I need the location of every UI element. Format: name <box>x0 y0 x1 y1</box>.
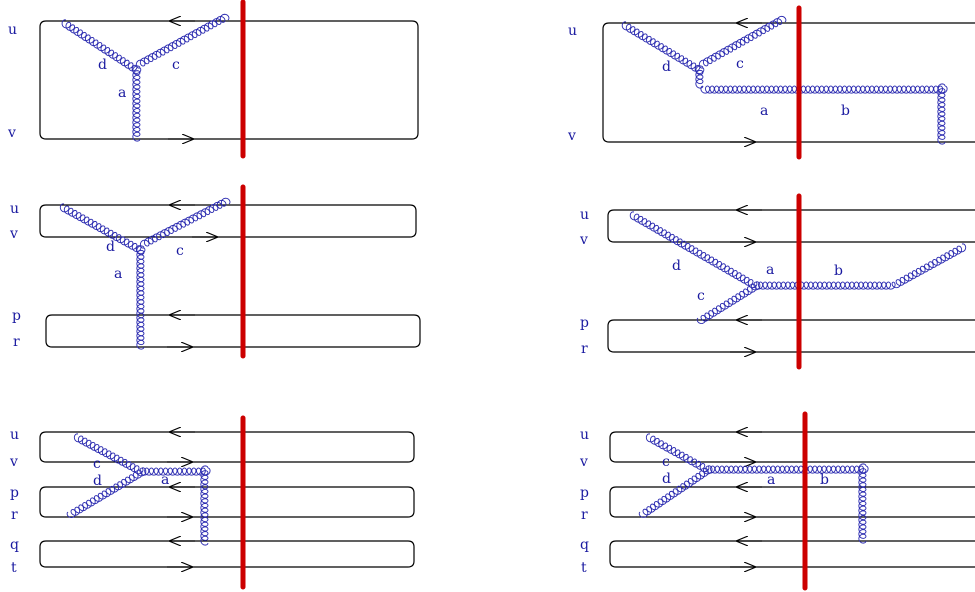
index-label-p: p <box>12 308 21 324</box>
gluon-label-c: c <box>176 243 184 259</box>
gluon-c <box>73 433 144 475</box>
gluon-lines <box>61 13 230 142</box>
color-loop-3-open <box>609 540 975 568</box>
gluon-lines <box>59 197 231 350</box>
gluon-label-a: a <box>766 262 774 278</box>
gluon-c <box>135 13 230 69</box>
index-label-r: r <box>581 341 588 357</box>
index-label-q: q <box>580 537 589 553</box>
index-label-v: v <box>9 226 18 242</box>
index-label-u: u <box>568 23 577 39</box>
index-label-r: r <box>13 334 20 350</box>
quark-lines <box>39 20 419 140</box>
gluon-lines <box>621 15 948 145</box>
gluon-d <box>629 211 758 289</box>
gluon-label-b: b <box>820 472 829 488</box>
gluon-b-vertical <box>858 463 867 544</box>
index-label-t: t <box>11 560 17 576</box>
index-label-v: v <box>7 125 16 141</box>
gluon-lines <box>66 433 211 546</box>
gluon-label-d: d <box>672 258 681 274</box>
index-label-v: v <box>567 128 576 144</box>
index-label-u: u <box>10 201 19 217</box>
gluon-label-c: c <box>662 454 670 470</box>
color-loop-lower-open <box>607 319 975 353</box>
diagram-top-right: u v d c a b <box>567 5 975 160</box>
gluon-ab <box>705 465 869 474</box>
index-label-q: q <box>10 537 19 553</box>
gluon-lines <box>638 433 869 544</box>
diagram-bottom-left: u v p r q t c d a <box>9 415 415 590</box>
gluon-label-d: d <box>106 239 115 255</box>
index-label-r: r <box>11 507 18 523</box>
gluon-d <box>638 465 713 518</box>
gluon-a-vertical <box>695 65 704 89</box>
gluon-lines <box>629 211 967 324</box>
gluon-label-c: c <box>93 456 101 472</box>
quark-lines <box>39 431 415 568</box>
diagram-middle-left: u v p r d c a <box>9 184 421 359</box>
gluon-d <box>61 19 142 74</box>
gluon-label-a: a <box>767 472 775 488</box>
index-label-v: v <box>579 232 588 248</box>
gluon-label-c: c <box>736 56 744 72</box>
index-label-r: r <box>581 507 588 523</box>
gluon-b <box>937 83 946 145</box>
index-label-v: v <box>579 454 588 470</box>
gluon-label-a: a <box>760 103 768 119</box>
gluon-label-a: a <box>114 266 122 282</box>
quark-lines <box>602 22 975 143</box>
gluon-label-a: a <box>161 472 169 488</box>
index-label-p: p <box>580 315 589 331</box>
gluon-outgoing <box>891 243 967 289</box>
gluon-label-d: d <box>662 59 671 75</box>
color-loop-open <box>602 22 975 143</box>
index-label-p: p <box>10 485 19 501</box>
gluon-c <box>645 433 710 473</box>
diagram-top-left: u v d c a <box>7 0 419 159</box>
gluon-a <box>700 85 948 94</box>
gluon-a <box>132 65 141 142</box>
gluon-label-c: c <box>697 288 705 304</box>
gluon-label-c: c <box>172 57 180 73</box>
quark-lines <box>607 209 975 353</box>
gluon-a <box>139 467 211 476</box>
diagram-middle-right: u v p r d a b c <box>579 193 975 370</box>
gluon-a-vertical <box>200 465 209 546</box>
gluon-c <box>139 197 231 249</box>
color-loop-1-open <box>609 431 975 463</box>
diagram-bottom-right: u v p r q t c d a b <box>579 411 975 591</box>
gluon-a <box>136 245 145 350</box>
quark-lines <box>39 204 421 348</box>
color-loop-lower <box>45 314 421 348</box>
gluon-d <box>59 203 146 255</box>
gluon-c <box>696 281 761 324</box>
index-label-v: v <box>9 454 18 470</box>
gluon-label-b: b <box>841 103 850 119</box>
quark-lines <box>609 431 975 568</box>
color-loop-3 <box>39 540 415 568</box>
index-label-u: u <box>8 22 17 38</box>
gluon-label-d: d <box>93 473 102 489</box>
gluon-c <box>698 15 787 69</box>
gluon-label-b: b <box>834 263 843 279</box>
gluon-label-a: a <box>118 85 126 101</box>
index-label-u: u <box>580 427 589 443</box>
index-label-p: p <box>580 485 589 501</box>
gluon-label-d: d <box>98 57 107 73</box>
gluon-d <box>66 467 147 519</box>
gluon-d <box>621 21 705 75</box>
color-loop-2 <box>39 486 415 518</box>
index-label-u: u <box>10 427 19 443</box>
color-loop-1 <box>39 431 415 463</box>
index-label-u: u <box>580 207 589 223</box>
color-loop-2-open <box>609 486 975 518</box>
gluon-label-d: d <box>662 471 671 487</box>
color-loop-upper <box>39 204 417 238</box>
gluon-ab <box>753 281 896 290</box>
color-loop-upper-open <box>607 209 975 243</box>
index-label-t: t <box>581 560 587 576</box>
color-loop <box>39 20 419 140</box>
